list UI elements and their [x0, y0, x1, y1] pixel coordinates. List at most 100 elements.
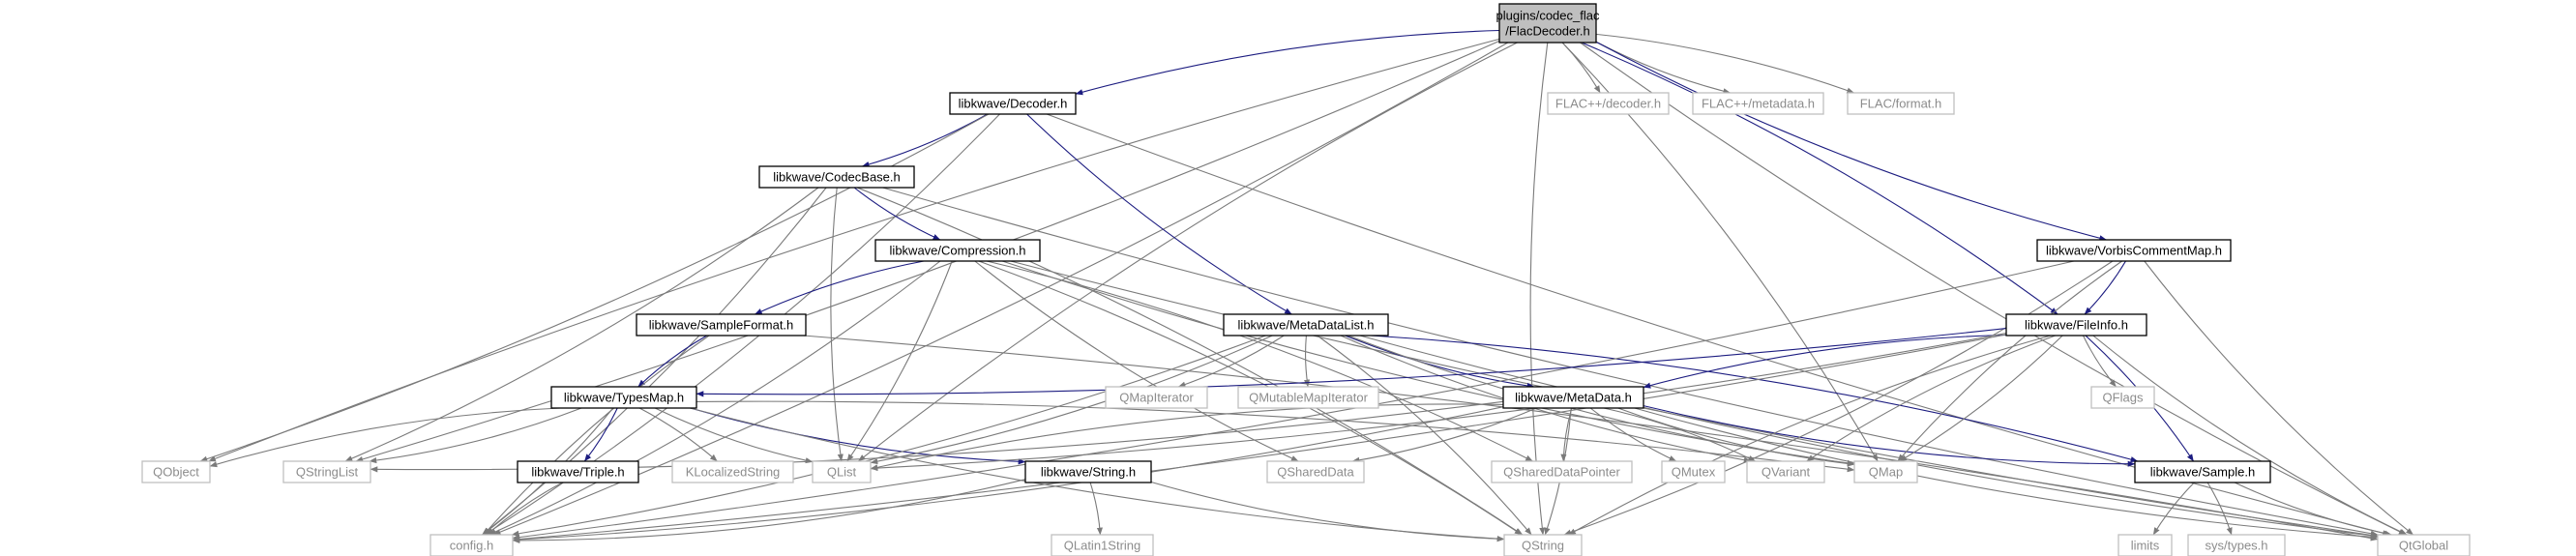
node-label: libkwave/MetaDataList.h [1238, 318, 1375, 333]
node-box [1237, 386, 1379, 409]
node-qobject[interactable]: QObject [141, 460, 211, 483]
node-qvariant[interactable]: QVariant [1746, 460, 1825, 483]
node-box [1498, 3, 1597, 44]
edge-vorbiscommentmap-to-fileinfo [2084, 260, 2126, 315]
edge-metadata-to-qvariant [1603, 407, 1756, 462]
edge-metadata-to-qlist [870, 403, 1504, 471]
node-string[interactable]: libkwave/String.h [1024, 460, 1152, 483]
node-decoder[interactable]: libkwave/Decoder.h [949, 92, 1077, 115]
node-label: QLatin1String [1064, 539, 1141, 553]
node-klocalizedstring[interactable]: KLocalizedString [671, 460, 794, 483]
edge-compression-to-sampleformat [755, 260, 925, 315]
edge-flac_decoder-to-qtglobal [1580, 42, 2407, 536]
edge-fileinfo-to-qvariant [1806, 335, 2056, 462]
node-qtglobal[interactable]: QtGlobal [2377, 534, 2471, 556]
node-qshareddatapointer[interactable]: QSharedDataPointer [1491, 460, 1633, 483]
node-box [812, 460, 872, 483]
node-box [671, 460, 794, 483]
node-box [1547, 92, 1670, 115]
edge-metadata-to-qshareddata [1351, 407, 1537, 463]
node-box [636, 313, 807, 337]
node-metadata[interactable]: libkwave/MetaData.h [1502, 386, 1644, 409]
edge-compression-to-qstring [978, 260, 1523, 536]
edge-codecbase-to-qlist [830, 187, 844, 462]
edge-metadata-to-config [512, 406, 1504, 542]
node-label: libkwave/SampleFormat.h [649, 318, 794, 333]
node-qlist[interactable]: QList [812, 460, 872, 483]
edge-typesmap-to-qstringlist [369, 407, 582, 464]
node-qshareddata[interactable]: QSharedData [1266, 460, 1365, 483]
node-box [1491, 460, 1633, 483]
edge-fileinfo-to-qtglobal [2092, 335, 2408, 536]
edge-fileinfo-to-metadata [1643, 334, 2007, 389]
node-flac_decoder[interactable]: plugins/codec_flac/FlacDecoder.h [1496, 3, 1600, 44]
node-label: QMutex [1672, 465, 1716, 480]
node-label: libkwave/MetaData.h [1515, 391, 1632, 405]
edge-metadatalist-to-qtglobal [1359, 335, 2379, 539]
edge-string-to-qlatin1string [1089, 482, 1103, 536]
node-qflags[interactable]: QFlags [2090, 386, 2155, 409]
node-label: libkwave/CodecBase.h [773, 170, 901, 185]
node-label: libkwave/TypesMap.h [564, 391, 684, 405]
edge-sampleformat-to-typesmap [637, 335, 708, 388]
edge-sample-to-qtglobal [2234, 482, 2392, 537]
edge-string-to-config [512, 479, 1026, 543]
node-triple[interactable]: libkwave/Triple.h [517, 460, 639, 483]
node-box [1847, 92, 1955, 115]
edge-metadata-to-sample [1643, 405, 2136, 467]
edge-sampleformat-to-config [483, 335, 710, 536]
node-label: sys/types.h [2205, 539, 2267, 553]
edge-metadatalist-to-qlist [870, 335, 1273, 465]
node-label: KLocalizedString [686, 465, 781, 480]
edge-typesmap-to-qlist [654, 407, 814, 464]
node-metadatalist[interactable]: libkwave/MetaDataList.h [1223, 313, 1389, 337]
node-box [2377, 534, 2471, 556]
edge-fileinfo-to-qlist [870, 333, 2007, 472]
node-box [429, 534, 514, 556]
edge-fileinfo-to-typesmap [696, 328, 2007, 397]
node-box [2187, 534, 2286, 556]
node-label: libkwave/Decoder.h [959, 97, 1068, 111]
node-box [2036, 239, 2232, 262]
node-config[interactable]: config.h [429, 534, 514, 556]
node-box [2090, 386, 2155, 409]
node-qlatin1string[interactable]: QLatin1String [1051, 534, 1154, 556]
edge-fileinfo-to-qflags [2083, 335, 2117, 388]
node-box [2134, 460, 2271, 483]
node-qmutex[interactable]: QMutex [1661, 460, 1726, 483]
node-label: limits [2131, 539, 2160, 553]
node-qmapiterator[interactable]: QMapIterator [1105, 386, 1208, 409]
edge-metadatalist-to-qvariant [1340, 335, 1752, 463]
edge-flac_decoder-to-vorbiscommentmap [1595, 41, 2107, 242]
node-qstringlist[interactable]: QStringList [282, 460, 371, 483]
node-flacpp_decoder[interactable]: FLAC++/decoder.h [1547, 92, 1670, 115]
node-label: QStringList [296, 465, 359, 480]
node-typesmap[interactable]: libkwave/TypesMap.h [550, 386, 697, 409]
node-fileinfo[interactable]: libkwave/FileInfo.h [2005, 313, 2147, 337]
node-qstring[interactable]: QString [1503, 534, 1583, 556]
node-box [1024, 460, 1152, 483]
edges-layer [199, 29, 2414, 543]
node-flac_format[interactable]: FLAC/format.h [1847, 92, 1955, 115]
node-vorbiscommentmap[interactable]: libkwave/VorbisCommentMap.h [2036, 239, 2232, 262]
edge-compression-to-qshareddatapointer [986, 260, 1533, 462]
node-codecbase[interactable]: libkwave/CodecBase.h [758, 165, 915, 189]
node-sample[interactable]: libkwave/Sample.h [2134, 460, 2271, 483]
node-label: libkwave/VorbisCommentMap.h [2046, 244, 2222, 258]
edge-flac_decoder-to-qstringlist [355, 40, 1500, 462]
node-systypes[interactable]: sys/types.h [2187, 534, 2286, 556]
edge-typesmap-to-triple [583, 407, 618, 462]
node-limits[interactable]: limits [2117, 534, 2173, 556]
node-qmap[interactable]: QMap [1853, 460, 1918, 483]
edge-codecbase-to-qstringlist [344, 187, 819, 462]
node-sampleformat[interactable]: libkwave/SampleFormat.h [636, 313, 807, 337]
edge-flac_decoder-to-qobject [208, 38, 1500, 462]
node-flacpp_metadata[interactable]: FLAC++/metadata.h [1692, 92, 1824, 115]
node-qmutablemapiterator[interactable]: QMutableMapIterator [1237, 386, 1379, 409]
node-compression[interactable]: libkwave/Compression.h [874, 239, 1041, 262]
edge-vorbiscommentmap-to-qmap [1897, 260, 2123, 462]
node-box [550, 386, 697, 409]
node-label: QObject [153, 465, 199, 480]
edge-compression-to-qlist [846, 260, 953, 462]
